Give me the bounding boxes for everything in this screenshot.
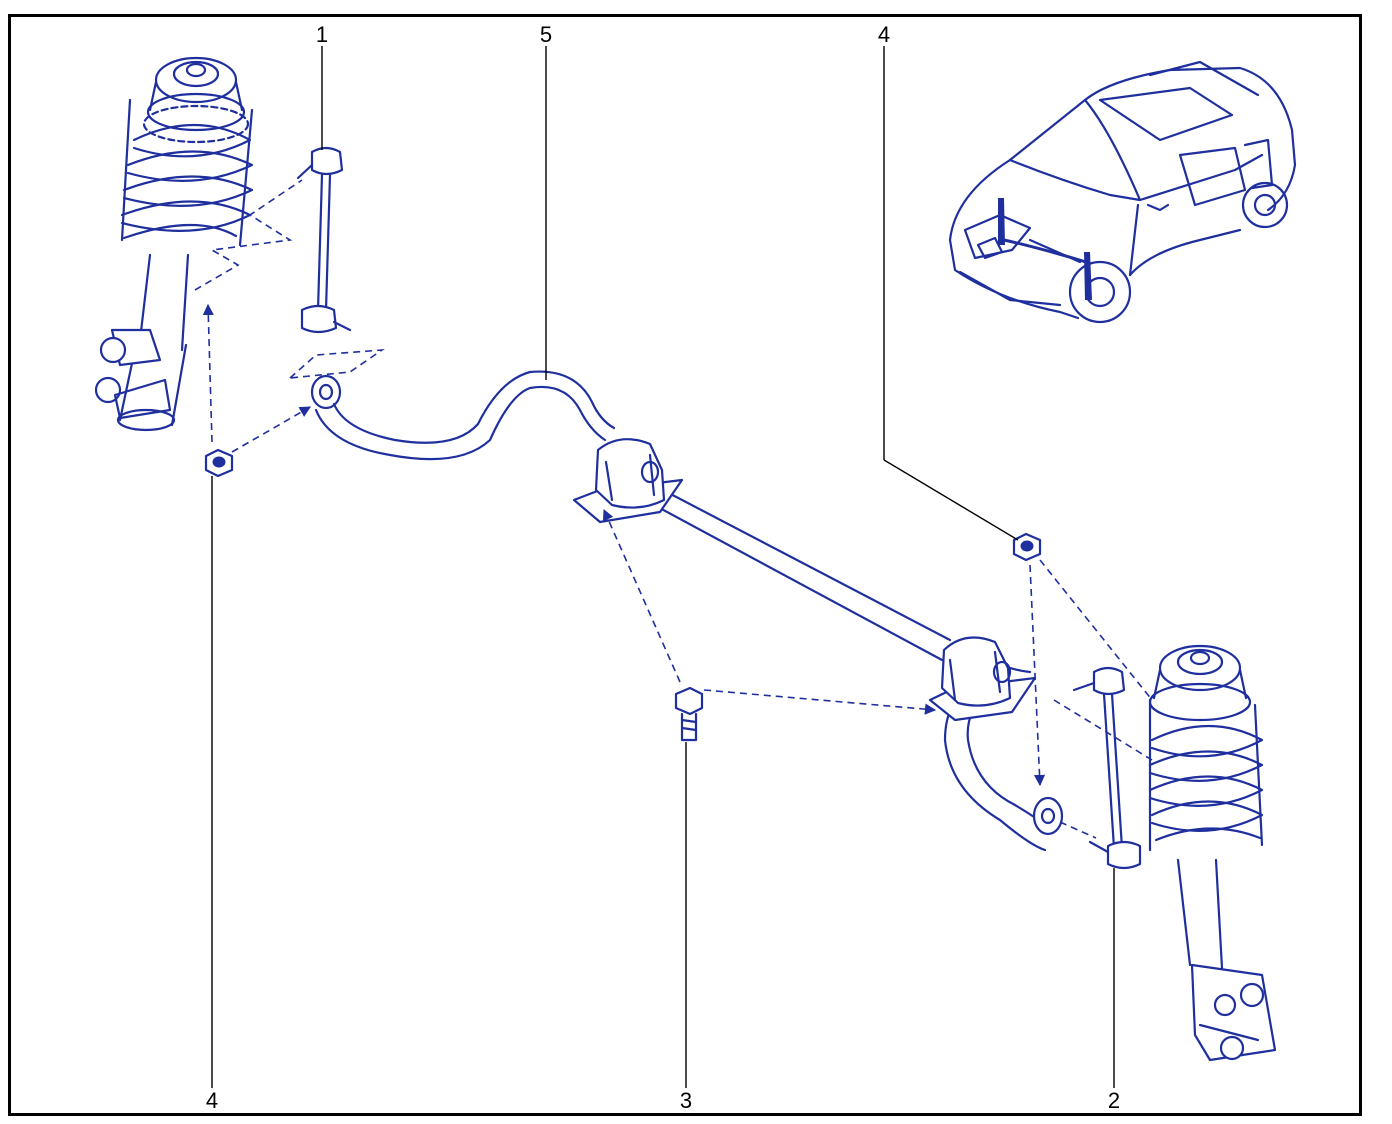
left-bar-bush-bracket — [572, 438, 684, 524]
left-stabilizer-link — [287, 146, 385, 380]
callout-4-bottom: 4 — [205, 1088, 219, 1113]
nut-left — [204, 448, 234, 478]
vehicle-location-inset — [948, 60, 1297, 324]
callout-1: 1 — [315, 22, 329, 47]
left-strut-assembly — [94, 56, 303, 432]
callout-leaders — [211, 46, 1115, 1088]
callout-2: 2 — [1107, 1088, 1121, 1113]
right-strut-assembly — [1148, 644, 1277, 1062]
bolt-center — [674, 686, 704, 742]
right-bar-bush-bracket — [928, 636, 1037, 722]
stabilizer-bar — [310, 370, 1064, 852]
nut-right — [1012, 532, 1042, 562]
callout-4-top: 4 — [877, 22, 891, 47]
callout-5: 5 — [539, 22, 553, 47]
right-stabilizer-link — [1072, 666, 1142, 870]
callout-3: 3 — [679, 1088, 693, 1113]
assembly-arrows — [202, 303, 1153, 839]
